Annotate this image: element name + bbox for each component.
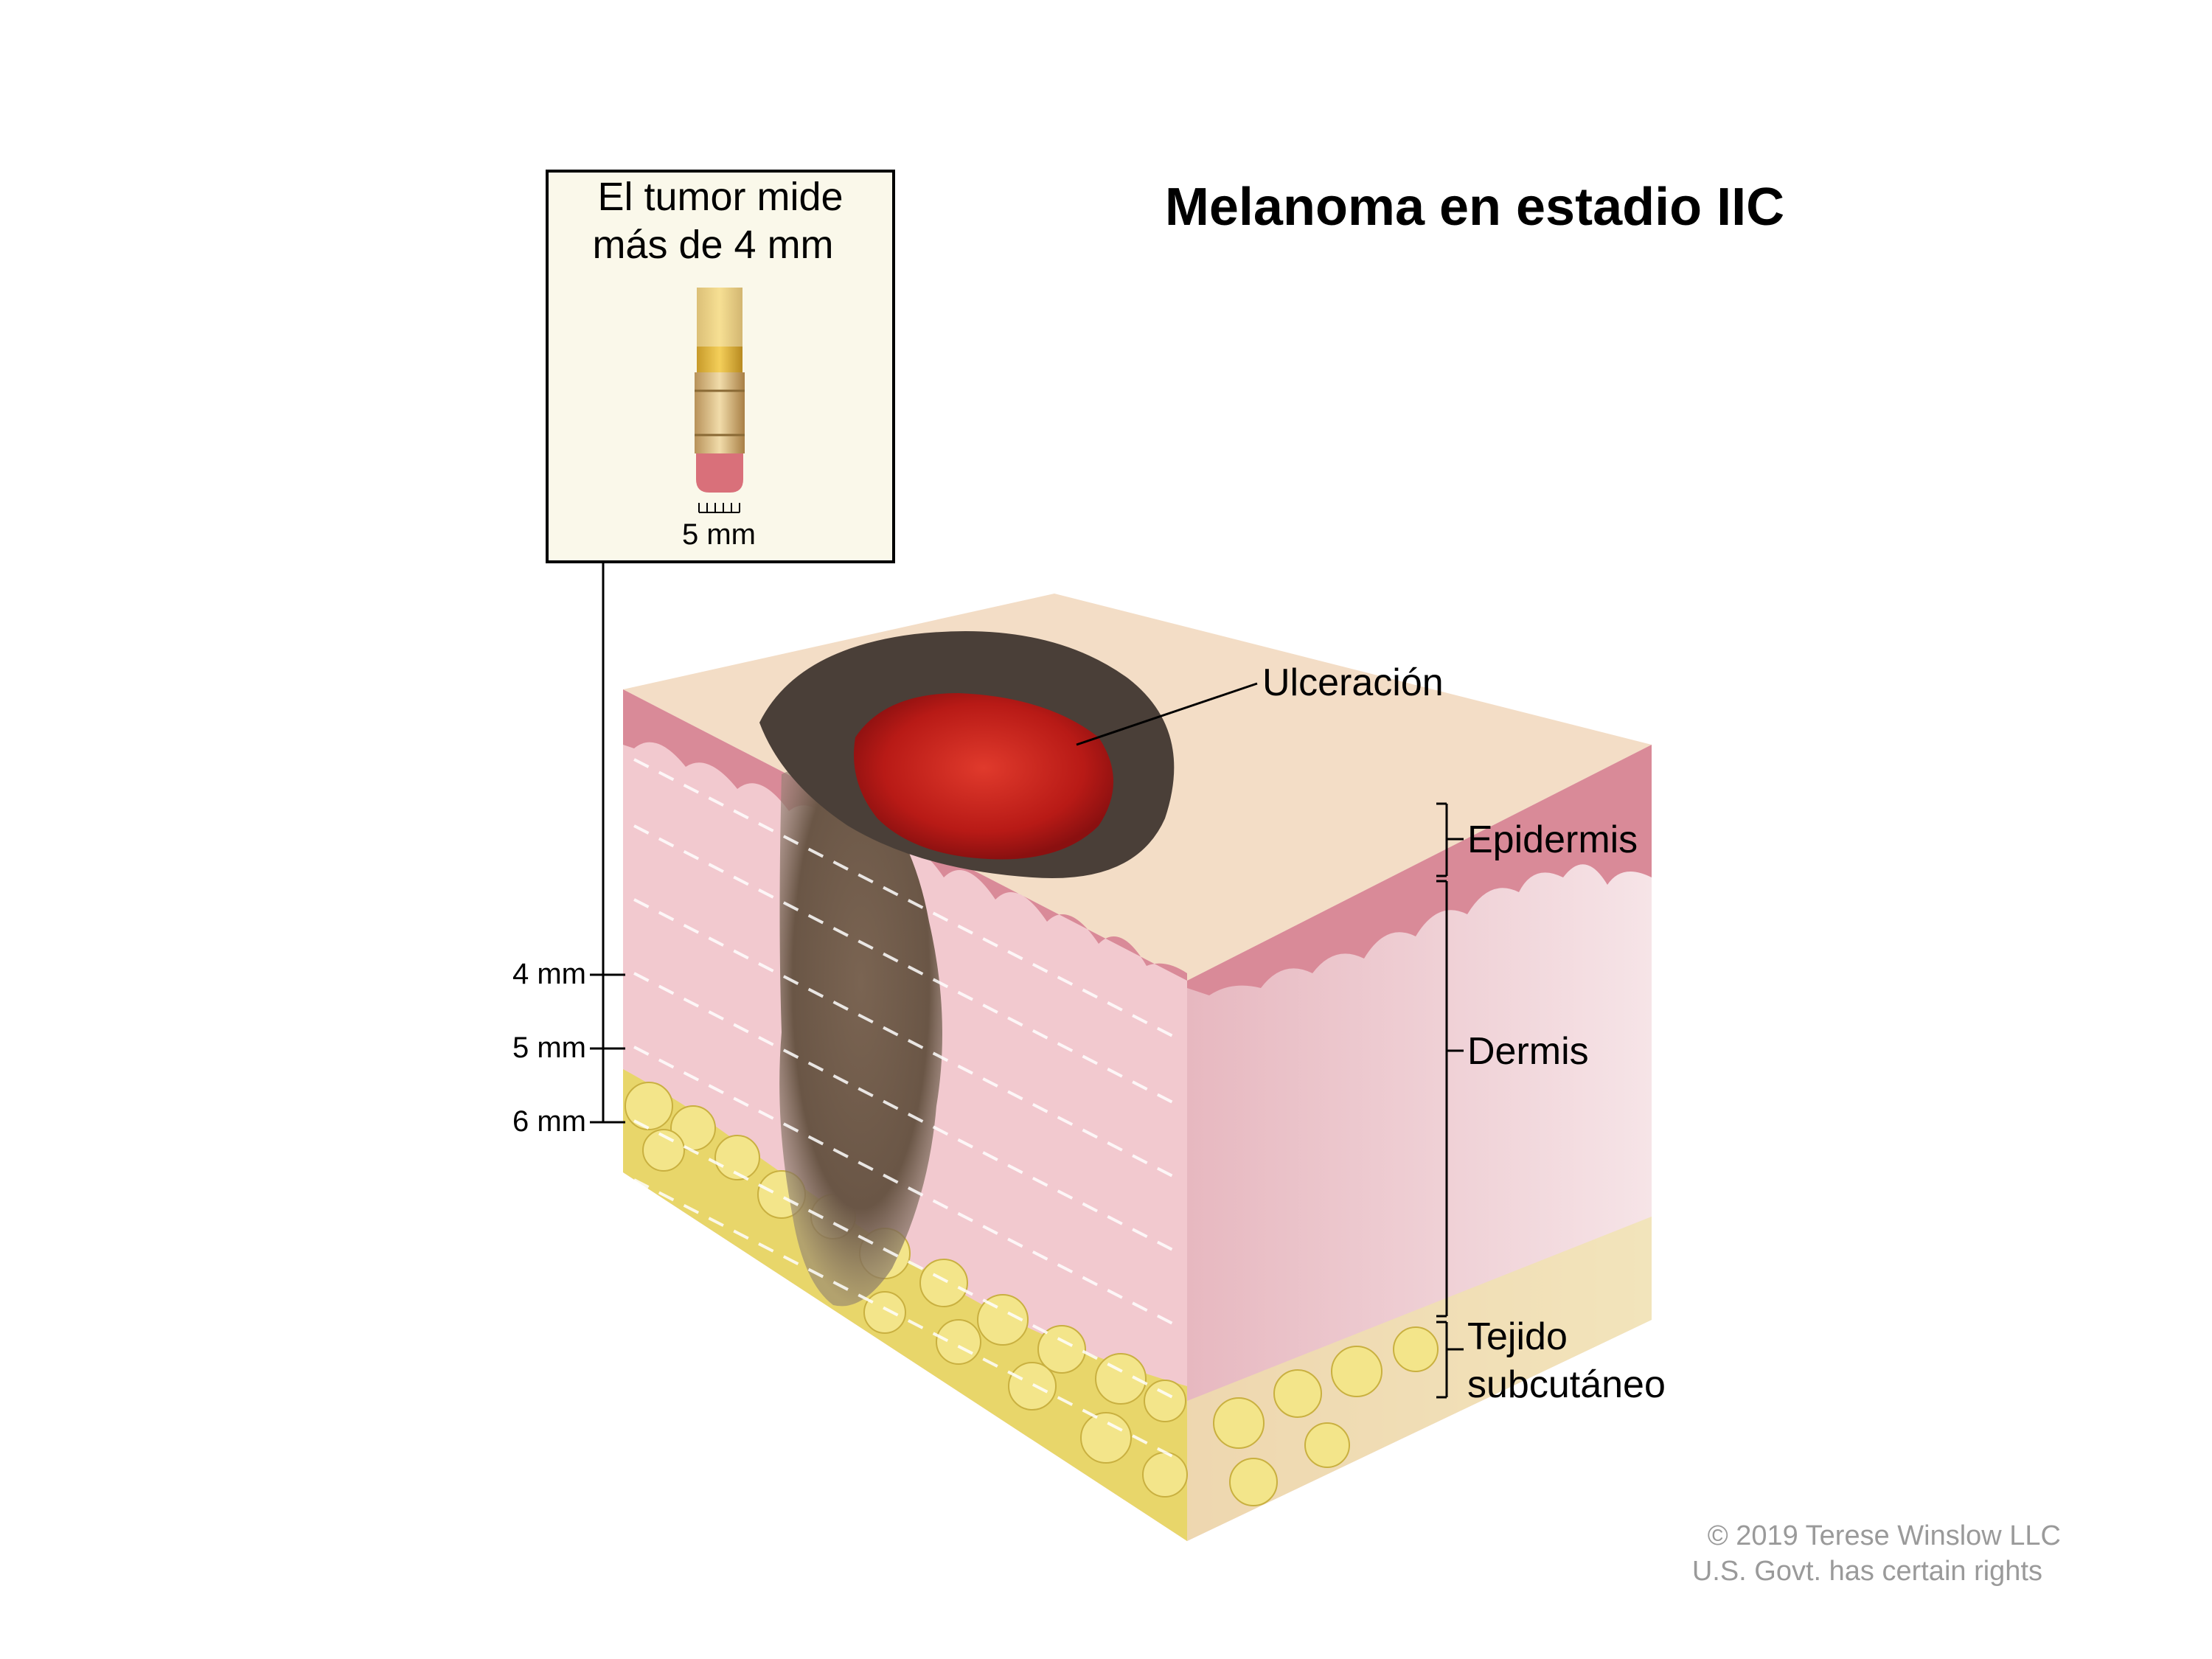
copyright-line-2: U.S. Govt. has certain rights [1692, 1556, 2042, 1587]
ulceration [854, 693, 1113, 860]
scale-label: 5 mm [682, 518, 756, 551]
depth-mark-4mm: 4 mm [512, 958, 586, 990]
depth-mark-5mm: 5 mm [512, 1032, 586, 1064]
diagram-title: Melanoma en estadio IIC [1165, 178, 1784, 237]
copyright-line-1: © 2019 Terese Winslow LLC [1708, 1520, 2061, 1551]
scale-ruler-icon [698, 503, 740, 513]
layer-brackets [1436, 802, 1464, 1399]
depth-guide-lines [633, 758, 1180, 1461]
depth-mark-6mm: 6 mm [512, 1105, 586, 1138]
inset-line-2: más de 4 mm [592, 223, 833, 267]
tumor [779, 765, 942, 1307]
pencil-icon [695, 288, 745, 493]
inset-box: El tumor mide más de 4 mm 5 mm [546, 170, 895, 563]
dermis-label: Dermis [1467, 1030, 1589, 1073]
depth-bracket [590, 973, 625, 1124]
epidermis-label: Epidermis [1467, 818, 1638, 861]
epidermis-side [1187, 745, 1652, 995]
ulceration-label: Ulceración [1262, 661, 1444, 704]
inset-line-1: El tumor mide [597, 175, 843, 219]
subcutaneous-label-line-1: Tejido [1467, 1315, 1568, 1358]
skin-block [623, 594, 1652, 1541]
ulceration-pointer [1076, 682, 1258, 746]
subcutaneous-label-line-2: subcutáneo [1467, 1363, 1666, 1406]
